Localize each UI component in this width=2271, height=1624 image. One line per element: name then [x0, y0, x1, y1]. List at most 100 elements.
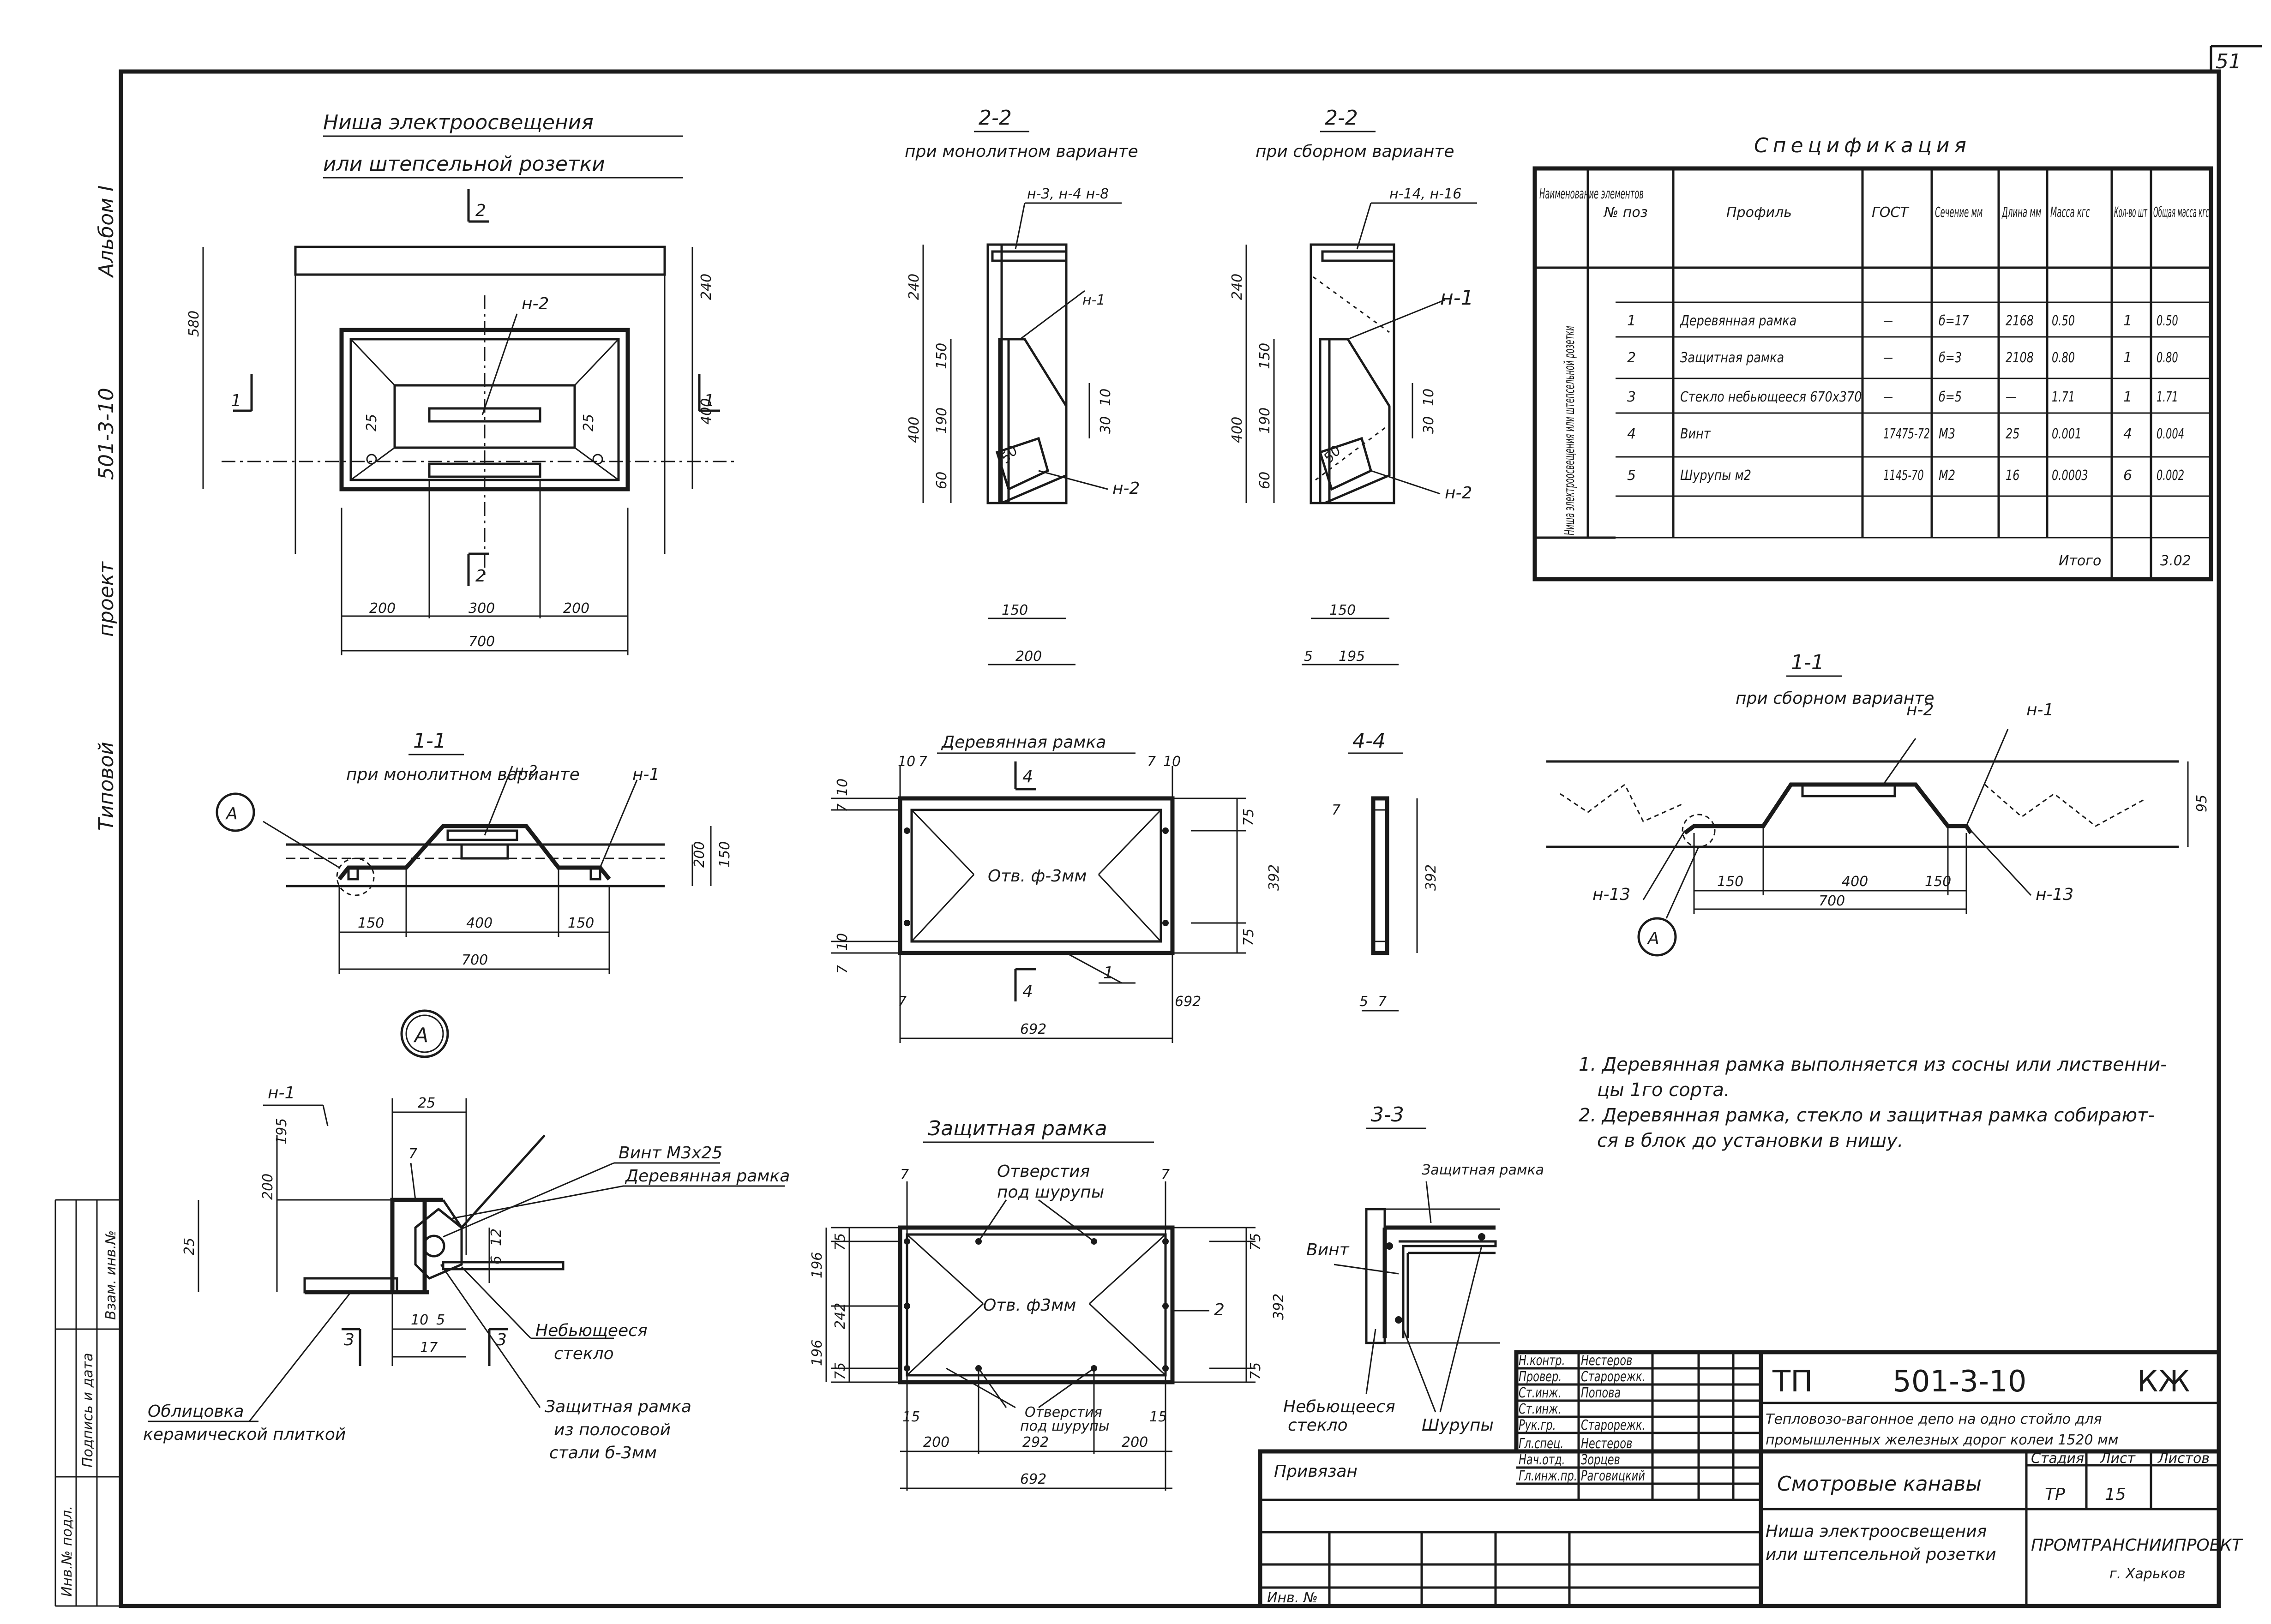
- spec-cell: 0.004: [2157, 426, 2184, 442]
- callout-label: А: [1647, 929, 1659, 948]
- dim-label: 150: [358, 915, 384, 931]
- tb-name: Нестеров: [1581, 1436, 1632, 1452]
- spec-cell: 1.71: [2157, 389, 2178, 405]
- tb-role: Гл.инж.пр.: [1519, 1468, 1577, 1484]
- spec-cell: 4: [2123, 426, 2132, 442]
- tb-code-prefix: ТП: [1772, 1365, 1813, 1399]
- section-2-2-prefab: 2-2 при сборном варианте н-14, н-16 н-1 …: [1229, 106, 1477, 665]
- tb-sheets-hdr: Листов: [2157, 1450, 2210, 1467]
- callout-label: н-2: [1906, 701, 1934, 719]
- view-subtitle: при сборном варианте: [1256, 142, 1454, 161]
- callout-label: н-2: [1112, 479, 1140, 498]
- spec-header: Масса кгс: [2050, 204, 2090, 221]
- niche-view: Ниша электроосвещения или штепсельной ро…: [186, 111, 739, 655]
- callout-label: А: [225, 804, 238, 823]
- tb-name: Зорцев: [1581, 1452, 1620, 1468]
- dim-label: 7: [835, 803, 851, 812]
- callout-label: н-13: [2036, 885, 2073, 904]
- spec-header: Профиль: [1726, 204, 1792, 221]
- spec-cell: Винт: [1680, 425, 1711, 442]
- page-number: 51: [2216, 50, 2241, 73]
- dim-label: 25: [181, 1238, 198, 1255]
- dim-label: 240: [906, 274, 922, 300]
- callout-label: н-13: [1592, 885, 1630, 904]
- section-1-1-prefab: 1-1 при сборном варианте н-2 н-1 н-13 н-…: [1546, 651, 2210, 957]
- tb-sheet-name: Ниша электроосвещения: [1766, 1522, 1987, 1541]
- tb-mark: КЖ: [2137, 1365, 2190, 1399]
- dim-label: 292: [1022, 1434, 1049, 1450]
- dim-label: 242: [832, 1303, 848, 1329]
- dim-label: 150: [1002, 602, 1028, 618]
- callout-label: н-14, н-16: [1389, 186, 1461, 202]
- dim-label: 195: [1339, 648, 1365, 665]
- dim-label: 10: [835, 933, 851, 951]
- callout-label: Защитная рамка: [1422, 1162, 1544, 1178]
- spec-cell: 1.71: [2052, 389, 2075, 405]
- wood-frame-view: Деревянная рамка 4 Отв. ф-3мм 7 10 10 7 …: [831, 733, 1282, 1043]
- dim-label: 7: [900, 1167, 909, 1183]
- spec-cell: 5: [1627, 467, 1636, 484]
- dim-label: 75: [1241, 809, 1257, 826]
- dim-label: 7: [835, 965, 851, 974]
- dim-label: 300: [469, 600, 495, 617]
- cut-label: 2: [475, 201, 486, 220]
- spec-table: Спецификация Наименование элементов № по…: [1532, 134, 2213, 581]
- spec-cell: Деревянная рамка: [1679, 312, 1796, 329]
- left-stamp-text: Взам. инв.№: [103, 1230, 119, 1320]
- tb-name: Старорежк.: [1581, 1369, 1646, 1385]
- tb-roles: Н.контр.НестеровПровер.Старорежк.Ст.инж.…: [1519, 1353, 1646, 1484]
- callout-label: н-1: [1440, 286, 1474, 310]
- dim-label: 200: [260, 1174, 276, 1200]
- niche-title: Ниша электроосвещения: [323, 111, 594, 134]
- dim-label: 692: [1020, 1471, 1046, 1487]
- dim-label: 392: [1271, 1294, 1287, 1320]
- spec-cell: 2168: [2006, 313, 2034, 329]
- callout-label: под шурупы: [1020, 1418, 1110, 1434]
- tb-org: ПРОМТРАНСНИИПРОЕКТ: [2031, 1536, 2243, 1555]
- dim-label: 200: [923, 1434, 949, 1450]
- dim-label: 15: [1149, 1409, 1167, 1425]
- spec-group-label: Ниша электроосвещения или штепсельной ро…: [1562, 326, 1578, 535]
- tb-city: г. Харьков: [2109, 1566, 2186, 1582]
- view-title: 1-1: [413, 729, 446, 753]
- dim-label: 60: [1257, 472, 1273, 489]
- tb-sheet-name: или штепсельной розетки: [1766, 1545, 1996, 1564]
- left-stamp-text: Подпись и дата: [80, 1353, 96, 1468]
- dim-label: 700: [462, 952, 488, 968]
- callout-label: Небьющееся: [1283, 1397, 1395, 1416]
- tb-sheet-no: 15: [2105, 1485, 2126, 1504]
- note-line: 1. Деревянная рамка выполняется из сосны…: [1579, 1054, 2167, 1075]
- spec-header: ГОСТ: [1872, 204, 1910, 221]
- cut-label: 4: [1022, 767, 1033, 786]
- pos-label: 2: [1214, 1300, 1225, 1319]
- view-subtitle: при монолитном варианте: [905, 142, 1138, 161]
- callout-label: Винт: [1306, 1240, 1350, 1259]
- cut-label: 3: [496, 1330, 507, 1349]
- spec-cell: 3: [1627, 389, 1636, 405]
- dim-label: 692: [1020, 1021, 1046, 1037]
- dim-label: 200: [369, 600, 396, 617]
- dim-label: 392: [1423, 864, 1439, 891]
- dim-label: 7: [1147, 754, 1156, 770]
- album-margin-text: Типовой: [95, 742, 118, 831]
- niche-title: или штепсельной розетки: [323, 152, 605, 176]
- tb-role: Рук.гр.: [1519, 1417, 1556, 1433]
- dim-label: 30: [1098, 416, 1114, 434]
- dim-label: 95: [2194, 795, 2210, 812]
- spec-cell: 0.0003: [2052, 467, 2088, 484]
- tb-bound: Привязан: [1274, 1462, 1358, 1481]
- callout-label: Шурупы: [1422, 1416, 1494, 1435]
- dim-label: 580: [186, 311, 202, 337]
- callout-label: н-1: [632, 765, 660, 784]
- spec-cell: 0.50: [2052, 313, 2075, 329]
- dim-label: 7: [1161, 1167, 1170, 1183]
- tb-section: Смотровые канавы: [1777, 1472, 1982, 1496]
- section-4-4: 4-4 392 7 5 7: [1332, 729, 1439, 1012]
- tb-role: Ст.инж.: [1519, 1385, 1562, 1401]
- cut-label: 1: [704, 391, 715, 410]
- spec-cell: 1: [2123, 350, 2132, 366]
- tb-project-name: Тепловозо-вагонное депо на одно стойло д…: [1766, 1411, 2102, 1427]
- dim-label: 200: [563, 600, 589, 617]
